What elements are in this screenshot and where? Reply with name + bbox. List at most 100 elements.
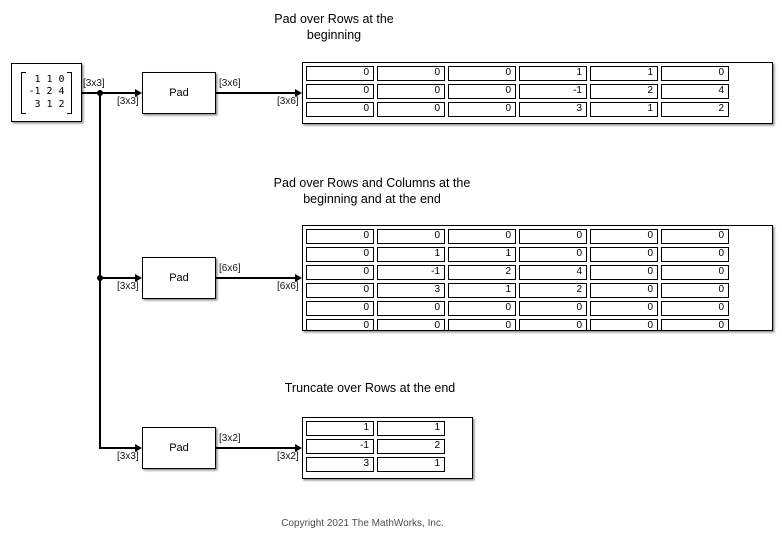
- display-cell: 0: [306, 102, 374, 117]
- display-cell: -1: [519, 84, 587, 99]
- pad-block-1[interactable]: Pad: [142, 72, 216, 114]
- pad-block-2[interactable]: Pad: [142, 257, 216, 299]
- display-cell: 0: [448, 301, 516, 316]
- arrowhead-display3-input-icon: [295, 444, 302, 452]
- constant-matrix-block[interactable]: 1 1 0 -1 2 4 3 1 2: [11, 63, 82, 122]
- section1-title: Pad over Rows at the beginning: [274, 12, 394, 42]
- display-cell: 1: [519, 66, 587, 81]
- signal-label-pad3-out: [3x2]: [219, 433, 241, 444]
- display-cell: 2: [448, 265, 516, 280]
- display-cell: 0: [448, 319, 516, 330]
- display-cell: -1: [377, 265, 445, 280]
- display-cell: 0: [590, 301, 658, 316]
- display-cell: 0: [377, 102, 445, 117]
- section2-title: Pad over Rows and Columns at the beginni…: [273, 176, 471, 206]
- display-cell: 0: [306, 283, 374, 298]
- arrowhead-display1-input-icon: [295, 89, 302, 97]
- display-cell: 1: [590, 66, 658, 81]
- wire-pad1-to-display1: [216, 92, 296, 94]
- display-cell: 0: [519, 301, 587, 316]
- display-cell: 0: [519, 319, 587, 330]
- display-cell: 3: [306, 457, 374, 472]
- wire-constant-to-pad1: [82, 92, 136, 94]
- display-cell: 0: [519, 247, 587, 262]
- display-cell: 0: [661, 319, 729, 330]
- display-cell: 0: [661, 66, 729, 81]
- wire-branch-vertical: [99, 92, 101, 448]
- signal-label-pad1-out: [3x6]: [219, 78, 241, 89]
- display-cell: 3: [377, 283, 445, 298]
- display-cell: 0: [590, 265, 658, 280]
- display-cell: 3: [519, 102, 587, 117]
- wire-pad3-to-display3: [216, 447, 296, 449]
- display-cell: 0: [306, 84, 374, 99]
- display-cell: 0: [590, 319, 658, 330]
- display-cell: 1: [448, 247, 516, 262]
- display-cell: 0: [661, 247, 729, 262]
- pad-block-3-label: Pad: [169, 442, 189, 454]
- display-cell: 0: [306, 247, 374, 262]
- wire-branch-to-pad2: [99, 277, 136, 279]
- display-cell: 0: [306, 301, 374, 316]
- display-cell: 0: [377, 66, 445, 81]
- arrowhead-pad1-input-icon: [135, 89, 142, 97]
- copyright-text: Copyright 2021 The MathWorks, Inc.: [281, 518, 444, 529]
- display-cell: 0: [519, 229, 587, 244]
- display-cell: 0: [448, 102, 516, 117]
- signal-label-pad1-in: [3x3]: [117, 96, 139, 107]
- arrowhead-pad2-input-icon: [135, 274, 142, 282]
- display-cell: 1: [448, 283, 516, 298]
- display-cell: 2: [519, 283, 587, 298]
- matrix-bracket-right-icon: [66, 71, 72, 114]
- display-cell: 1: [306, 421, 374, 436]
- display-cell: 0: [448, 66, 516, 81]
- signal-label-constant-out: [3x3]: [83, 78, 105, 89]
- display-cell: 1: [377, 247, 445, 262]
- display-cell: 1: [590, 102, 658, 117]
- display-cell: 2: [377, 439, 445, 454]
- display-cell: 0: [377, 229, 445, 244]
- display-cell: 0: [661, 301, 729, 316]
- display-cell: 0: [590, 229, 658, 244]
- signal-label-pad2-out: [6x6]: [219, 263, 241, 274]
- display-cell: 2: [590, 84, 658, 99]
- matrix-bracket-left-icon: [21, 71, 27, 114]
- display-cell: 0: [448, 229, 516, 244]
- display-cell: 0: [590, 247, 658, 262]
- display-cell: -1: [306, 439, 374, 454]
- display-cell: 0: [377, 84, 445, 99]
- display-cell: 0: [448, 84, 516, 99]
- signal-label-display1-in: [3x6]: [277, 96, 299, 107]
- display-cell: 0: [377, 319, 445, 330]
- display-cell: 0: [590, 283, 658, 298]
- display-cell: 1: [377, 421, 445, 436]
- display-cell: 0: [661, 283, 729, 298]
- display-cell: 0: [306, 229, 374, 244]
- pad-block-2-label: Pad: [169, 272, 189, 284]
- pad-block-1-label: Pad: [169, 87, 189, 99]
- display-cell: 0: [306, 265, 374, 280]
- display-cell: 4: [661, 84, 729, 99]
- signal-label-display3-in: [3x2]: [277, 451, 299, 462]
- pad-block-3[interactable]: Pad: [142, 427, 216, 469]
- display-cell: 4: [519, 265, 587, 280]
- arrowhead-pad3-input-icon: [135, 444, 142, 452]
- branch-dot-1: [97, 90, 103, 96]
- display-cell: 0: [661, 265, 729, 280]
- signal-label-display2-in: [6x6]: [277, 281, 299, 292]
